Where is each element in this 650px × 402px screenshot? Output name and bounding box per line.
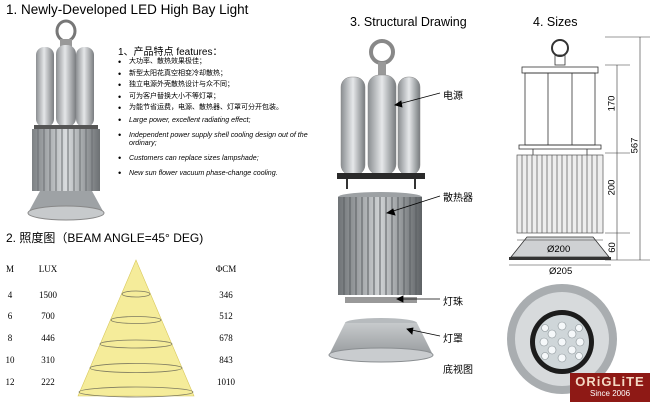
header-lux: LUX: [38, 264, 58, 274]
brand-logo: ORiGLiTE Since 2006: [570, 373, 650, 402]
label-led: 灯珠: [443, 297, 463, 308]
brand-since: Since 2006: [589, 389, 631, 398]
dim-170: 170: [606, 95, 618, 112]
beam-cone: [77, 259, 195, 398]
row-m: 4: [7, 290, 13, 300]
brand-name: ORiGLiTE: [575, 374, 645, 389]
row-cm: 678: [219, 333, 233, 343]
row-cm: 843: [219, 355, 233, 365]
feature-en-2: Independent power supply shell cooling d…: [118, 130, 323, 149]
feature-en-4: New sun flower vacuum phase-change cooli…: [118, 168, 323, 179]
dim-567: 567: [629, 137, 641, 154]
dim-200: 200: [606, 179, 618, 196]
row-cm: 346: [219, 290, 233, 300]
row-m: 6: [7, 311, 13, 321]
main-title: 1. Newly-Developed LED High Bay Light: [6, 2, 249, 17]
header-cm: ΦCM: [215, 264, 237, 274]
row-cm: 1010: [217, 377, 235, 387]
row-lux: 222: [41, 377, 55, 387]
row-cm: 512: [219, 311, 233, 321]
row-lux: 446: [41, 333, 55, 343]
dim-60: 60: [606, 242, 618, 253]
structural-drawing: [328, 39, 441, 363]
label-power: 电源: [443, 91, 463, 102]
row-m: 12: [5, 377, 15, 387]
bottom-view-photo: [507, 284, 617, 394]
label-heatsink: 散热器: [443, 193, 473, 204]
dim-d200: Ø200: [547, 244, 571, 255]
structural-title: 3. Structural Drawing: [350, 15, 467, 29]
feature-en-1: Large power, excellent radiating effect;: [118, 115, 323, 126]
size-drawing: [509, 36, 650, 266]
beam-table: M LUX ΦCM 4 1500 346 6 700 512 8 446 678…: [0, 250, 300, 398]
feature-cn-4: 可为客户替换大小不等灯罩；: [118, 92, 323, 103]
row-m: 10: [5, 355, 15, 365]
feature-en-3: Customers can replace sizes lampshade;: [118, 153, 323, 164]
sizes-title: 4. Sizes: [533, 15, 578, 29]
beam-title: 2. 照度图（BEAM ANGLE=45° DEG): [6, 231, 204, 245]
row-lux: 700: [41, 311, 55, 321]
features-list: 大功率、散热效果极佳； 新型太阳花真空相变冷却散热； 独立电源外壳散热设计与众不…: [118, 57, 323, 184]
feature-cn-5: 为能节省运费，电源、散热器、灯罩可分开包装。: [118, 103, 323, 114]
feature-cn-3: 独立电源外壳散热设计与众不同；: [118, 80, 323, 91]
feature-cn-1: 大功率、散热效果极佳；: [118, 57, 323, 68]
row-m: 8: [7, 333, 13, 343]
label-shade: 灯罩: [443, 334, 463, 345]
row-lux: 1500: [39, 290, 57, 300]
features-title: 1、产品特点 features：: [118, 47, 223, 58]
feature-cn-2: 新型太阳花真空相变冷却散热；: [118, 69, 323, 80]
product-photo: [27, 19, 105, 221]
label-bottom-view: 底视图: [443, 365, 473, 376]
dim-d205: Ø205: [549, 266, 573, 277]
row-lux: 310: [41, 355, 55, 365]
header-m: M: [5, 264, 14, 274]
